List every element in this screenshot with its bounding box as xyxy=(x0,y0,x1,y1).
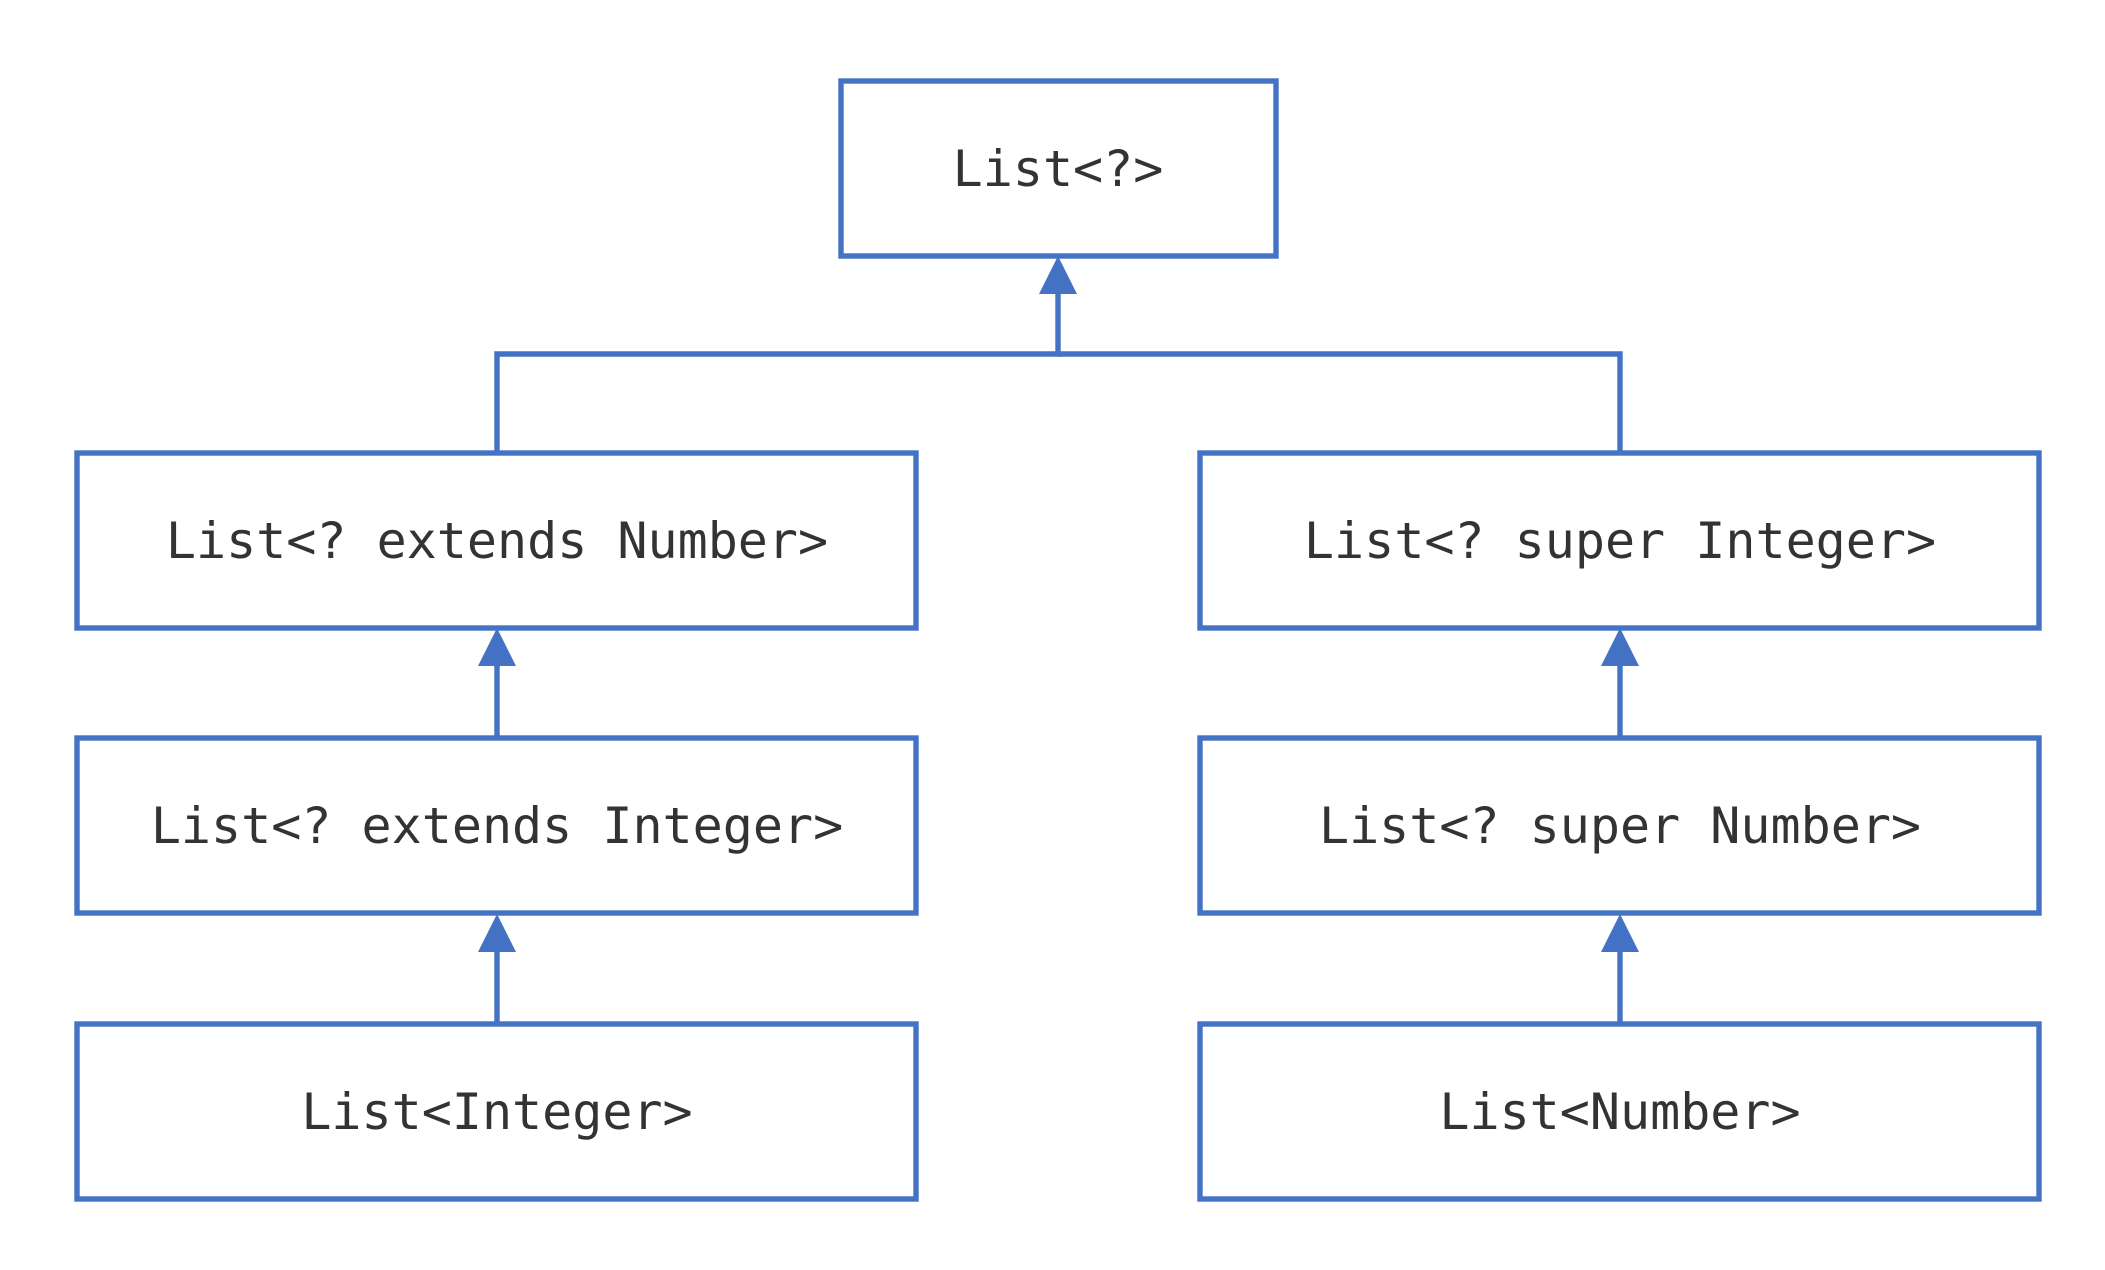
node-super-number: List<? super Number> xyxy=(1197,735,2042,916)
node-root-box xyxy=(838,78,1279,259)
connectors xyxy=(478,256,1639,1022)
node-extends-number-label: List<? extends Number> xyxy=(166,512,828,570)
node-root-label: List<?> xyxy=(953,140,1164,198)
node-extends-integer-label: List<? extends Integer> xyxy=(151,797,843,855)
node-extends-integer-box xyxy=(74,735,919,916)
node-list-number-label: List<Number> xyxy=(1439,1083,1800,1141)
node-extends-number-box xyxy=(74,450,919,631)
edge-super-integer-to-root xyxy=(1058,351,1623,451)
node-root: List<?> xyxy=(838,78,1279,259)
node-super-integer-label: List<? super Integer> xyxy=(1304,512,1936,570)
node-list-number: List<Number> xyxy=(1197,1021,2042,1202)
node-list-integer-box xyxy=(74,1021,919,1202)
edge-extends-number-to-root xyxy=(494,292,1061,451)
arrowhead-extends-number xyxy=(478,628,516,666)
arrowhead-super-integer xyxy=(1601,628,1639,666)
node-super-integer-box xyxy=(1197,450,2042,631)
node-list-integer-label: List<Integer> xyxy=(301,1083,692,1141)
node-super-integer: List<? super Integer> xyxy=(1197,450,2042,631)
node-extends-number: List<? extends Number> xyxy=(74,450,919,631)
node-super-number-box xyxy=(1197,735,2042,916)
node-list-integer: List<Integer> xyxy=(74,1021,919,1202)
arrowhead-extends-integer xyxy=(478,914,516,952)
arrowhead-root xyxy=(1039,256,1077,294)
node-list-number-box xyxy=(1197,1021,2042,1202)
node-super-number-label: List<? super Number> xyxy=(1319,797,1921,855)
node-extends-integer: List<? extends Integer> xyxy=(74,735,919,916)
arrowhead-super-number xyxy=(1601,914,1639,952)
